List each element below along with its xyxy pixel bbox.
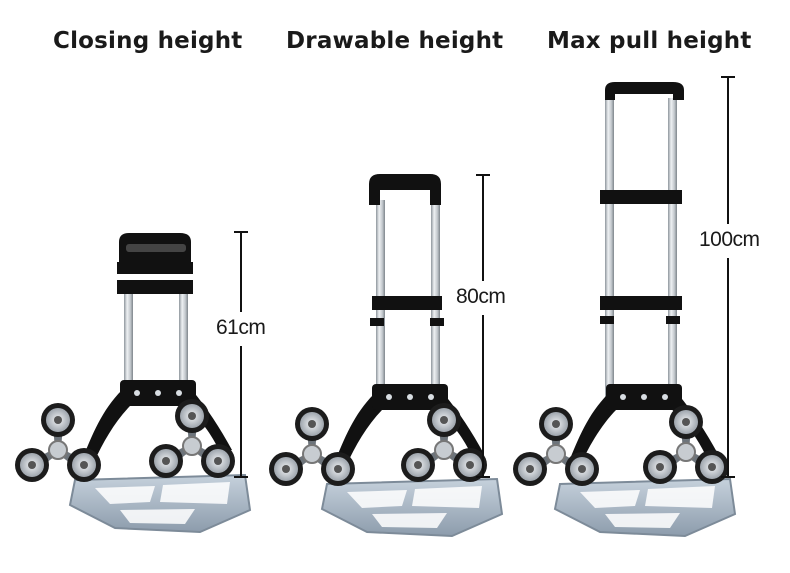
max-pull-height-label: 100cm [698, 228, 761, 252]
crossbar [372, 296, 442, 310]
max-pull-height-heading: Max pull height [547, 28, 752, 54]
closing-height-label: 61cm [215, 316, 267, 340]
crossbar-lower [600, 296, 682, 310]
trolley-drawable [269, 174, 503, 537]
crossbar-lower [117, 280, 193, 294]
closing-height-heading: Closing height [53, 28, 243, 54]
tube-right [179, 292, 188, 396]
tube-right [668, 98, 677, 398]
tube-left [124, 292, 133, 396]
crossbar-upper [117, 262, 193, 274]
trolley-max-pull [513, 82, 736, 537]
trolley-closing [15, 233, 251, 533]
handle [605, 82, 684, 100]
tube-left [605, 98, 614, 398]
drawable-height-heading: Drawable height [286, 28, 504, 54]
crossbar-upper [600, 190, 682, 204]
handle [369, 174, 441, 205]
drawable-height-label: 80cm [455, 285, 507, 309]
